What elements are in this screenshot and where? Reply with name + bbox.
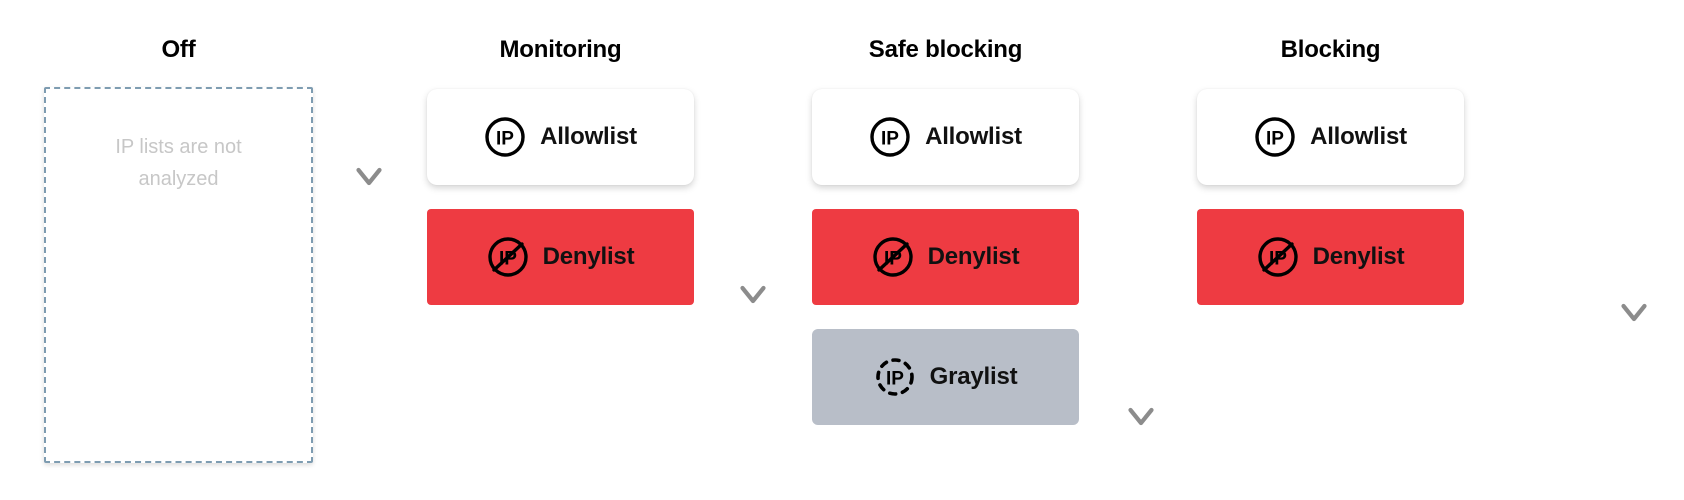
ip-circle-slash-icon: IP bbox=[487, 236, 529, 278]
card-label: Allowlist bbox=[1310, 123, 1407, 150]
card-label: Graylist bbox=[929, 363, 1018, 390]
ip-circle-icon: IP bbox=[869, 116, 911, 158]
card-allowlist-blocking[interactable]: IP Allowlist bbox=[1197, 89, 1464, 185]
card-label: Denylist bbox=[1312, 243, 1405, 270]
card-denylist-blocking[interactable]: IP Denylist bbox=[1197, 209, 1464, 305]
arrow-down-icon-3 bbox=[1126, 86, 1156, 430]
card-graylist-safe-blocking[interactable]: IP Graylist bbox=[812, 329, 1079, 425]
card-label: Denylist bbox=[927, 243, 1020, 270]
arrow-down-icon-1 bbox=[354, 86, 384, 190]
card-allowlist-safe-blocking[interactable]: IP Allowlist bbox=[812, 89, 1079, 185]
card-allowlist-monitoring[interactable]: IP Allowlist bbox=[427, 89, 694, 185]
svg-text:IP: IP bbox=[496, 129, 514, 150]
ip-circle-slash-icon: IP bbox=[1257, 236, 1299, 278]
svg-text:IP: IP bbox=[1266, 129, 1284, 150]
card-denylist-safe-blocking[interactable]: IP Denylist bbox=[812, 209, 1079, 305]
ip-dashed-circle-icon: IP bbox=[874, 356, 916, 398]
arrow-down-icon-4 bbox=[1619, 86, 1649, 326]
column-title-monitoring: Monitoring bbox=[499, 36, 622, 63]
card-label: Allowlist bbox=[925, 123, 1022, 150]
arrow-down-icon-2 bbox=[738, 86, 768, 308]
svg-text:IP: IP bbox=[886, 369, 904, 390]
card-label: Allowlist bbox=[540, 123, 637, 150]
card-label: Denylist bbox=[542, 243, 635, 270]
card-denylist-monitoring[interactable]: IP Denylist bbox=[427, 209, 694, 305]
empty-state-box-off: IP lists are not analyzed bbox=[44, 87, 313, 463]
column-title-safe-blocking: Safe blocking bbox=[868, 36, 1023, 63]
ip-circle-icon: IP bbox=[484, 116, 526, 158]
empty-state-text: IP lists are not analyzed bbox=[115, 136, 242, 190]
column-title-off: Off bbox=[161, 36, 196, 63]
svg-text:IP: IP bbox=[881, 129, 899, 150]
column-title-blocking: Blocking bbox=[1280, 36, 1381, 63]
ip-circle-slash-icon: IP bbox=[872, 236, 914, 278]
ip-circle-icon: IP bbox=[1254, 116, 1296, 158]
